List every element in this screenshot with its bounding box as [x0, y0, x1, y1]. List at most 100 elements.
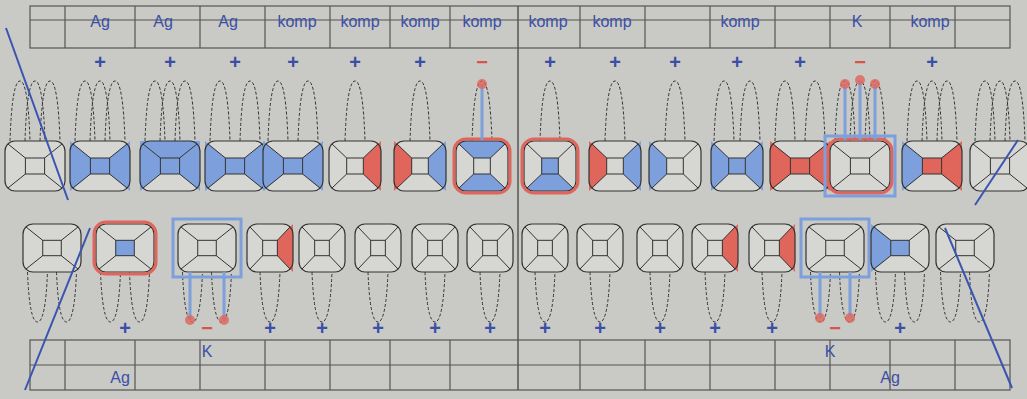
tooth-root: [975, 81, 995, 141]
tooth-surface: [208, 174, 225, 188]
tooth-outline: [589, 141, 641, 191]
treatment-label: Ag: [218, 14, 238, 30]
table-divider: [329, 6, 330, 48]
tooth-crown: [589, 141, 641, 191]
tooth-surface: [363, 174, 378, 188]
tooth-surface: [593, 240, 608, 255]
tooth-surface: [607, 158, 624, 174]
filling: [589, 141, 607, 191]
table-divider: [709, 6, 710, 48]
tooth-outline: [770, 141, 830, 191]
tooth-root: [762, 272, 782, 322]
tooth-surface: [905, 144, 922, 158]
tooth-surface: [850, 158, 869, 174]
root-canal: [849, 272, 852, 318]
table-divider: [709, 340, 710, 390]
filling: [245, 141, 265, 191]
treatment-label: K: [825, 344, 836, 360]
tooth-surface: [1010, 144, 1027, 158]
tooth-outline: [96, 224, 154, 272]
tooth-surface: [474, 158, 491, 174]
tooth-surface: [363, 144, 378, 158]
treatment-label: Ag: [110, 370, 130, 386]
tooth-crown: [140, 141, 200, 191]
table-divider: [579, 6, 580, 48]
root-canal: [859, 80, 862, 140]
treatment-label: Ag: [90, 14, 110, 30]
tooth-surface: [332, 144, 347, 158]
tooth-surface: [527, 174, 542, 188]
tooth-surface: [922, 158, 941, 174]
table-divider: [389, 340, 390, 390]
tooth-crown: [329, 141, 381, 191]
tooth-surface: [652, 144, 667, 158]
tooth-surface: [277, 256, 290, 269]
tooth-surface: [303, 144, 320, 158]
tooth-root: [183, 272, 203, 322]
tooth-root: [840, 272, 860, 322]
tooth-outline: [394, 141, 446, 191]
filling: [922, 158, 941, 174]
table-divider: [64, 340, 65, 390]
tooth-crown: [970, 141, 1027, 191]
root-canal: [481, 84, 484, 140]
tooth-outline: [355, 224, 401, 272]
tooth-surface: [683, 144, 698, 158]
tooth-surface: [973, 144, 990, 158]
tooth-surface: [110, 144, 127, 158]
status-sign: +: [484, 318, 496, 338]
tooth-surface: [90, 158, 109, 174]
tooth-root: [312, 272, 332, 322]
tooth-surface: [844, 256, 861, 269]
caries-outline: [522, 139, 578, 193]
filling: [116, 240, 135, 255]
tooth-surface: [73, 174, 90, 188]
tooth-surface: [8, 144, 25, 158]
tooth-root: [811, 272, 831, 322]
tooth-outline: [205, 141, 265, 191]
tooth-root: [937, 81, 957, 141]
tooth-surface: [640, 256, 653, 269]
tooth-crown: [467, 224, 513, 272]
tooth-surface: [942, 174, 959, 188]
status-sign: +: [609, 52, 621, 72]
crown-mark: [173, 219, 241, 277]
filling: [902, 141, 922, 191]
tooth-surface: [870, 174, 887, 188]
tooth-surface: [225, 158, 244, 174]
status-sign: +: [794, 52, 806, 72]
filling: [263, 141, 283, 191]
apex-lesion: [815, 313, 825, 323]
tooth-root: [28, 272, 48, 322]
tooth-surface: [428, 144, 443, 158]
tooth-outline: [23, 224, 81, 272]
tooth-surface: [266, 144, 283, 158]
filling: [729, 158, 746, 174]
tooth-surface: [358, 256, 371, 269]
tooth-surface: [332, 174, 347, 188]
tooth-crown: [205, 141, 265, 191]
tooth-root: [605, 81, 625, 141]
tooth-root: [650, 272, 670, 322]
missing-tooth-mark: [25, 228, 90, 390]
tooth-surface: [277, 227, 290, 240]
treatment-label: Ag: [880, 370, 900, 386]
tooth-surface: [245, 144, 262, 158]
tooth-surface: [905, 174, 922, 188]
status-sign: −: [854, 52, 866, 72]
tooth-root: [775, 81, 795, 141]
tooth-surface: [490, 144, 505, 158]
table-divider: [64, 6, 65, 48]
status-sign: +: [287, 52, 299, 72]
tooth-surface: [833, 174, 850, 188]
table-divider: [954, 6, 955, 48]
root-canal: [874, 84, 877, 140]
tooth-crown: [749, 224, 795, 272]
treatment-label: komp: [340, 14, 379, 30]
tooth-surface: [25, 158, 44, 174]
tooth-root: [57, 272, 77, 322]
filling: [871, 224, 891, 272]
missing-tooth-mark: [975, 140, 1018, 205]
tooth-root: [268, 81, 288, 141]
tooth-surface: [745, 174, 760, 188]
